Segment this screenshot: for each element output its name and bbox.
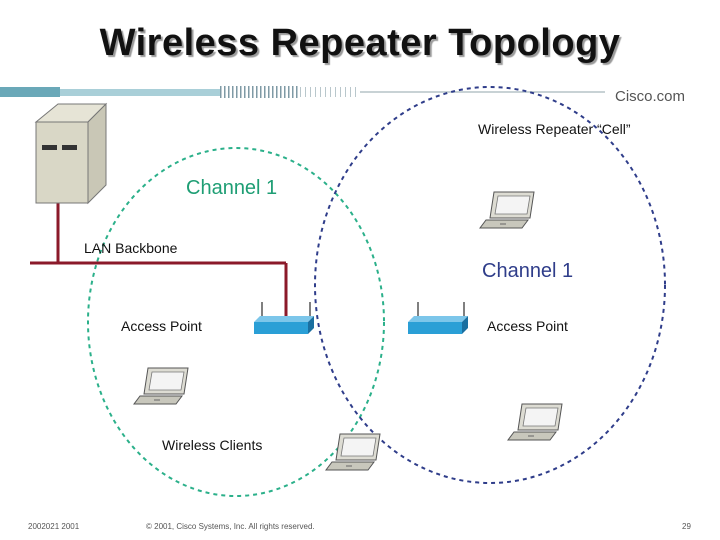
header-stripe-band (0, 86, 605, 98)
lan-backbone-label: LAN Backbone (84, 240, 178, 256)
channel-right-label: Channel 1 (482, 260, 574, 282)
footer-copyright: © 2001, Cisco Systems, Inc. All rights r… (146, 522, 315, 531)
access-point-left-label: Access Point (121, 318, 202, 334)
server-icon (34, 102, 108, 205)
lan-backbone-wire (30, 200, 288, 320)
footer-page-number: 29 (682, 522, 691, 531)
laptop-icon (479, 191, 535, 229)
footer-slide-id: 2002021 2001 (28, 522, 80, 531)
access-point-right-icon (408, 302, 468, 334)
wireless-clients-label: Wireless Clients (162, 437, 263, 453)
laptop-icon (133, 367, 189, 405)
repeater-cell-label: Wireless Repeater “Cell” (478, 121, 631, 137)
brand-logo-text: Cisco.com (615, 88, 686, 105)
laptop-icon (325, 433, 381, 471)
channel-left-label: Channel 1 (186, 177, 278, 199)
access-point-left-icon (254, 302, 314, 334)
slide-title: Wireless Repeater Topology (99, 22, 621, 64)
access-point-right-label: Access Point (487, 318, 568, 334)
right-cell-boundary (314, 86, 666, 484)
left-cell-boundary (87, 147, 385, 497)
laptop-icon (507, 403, 563, 441)
